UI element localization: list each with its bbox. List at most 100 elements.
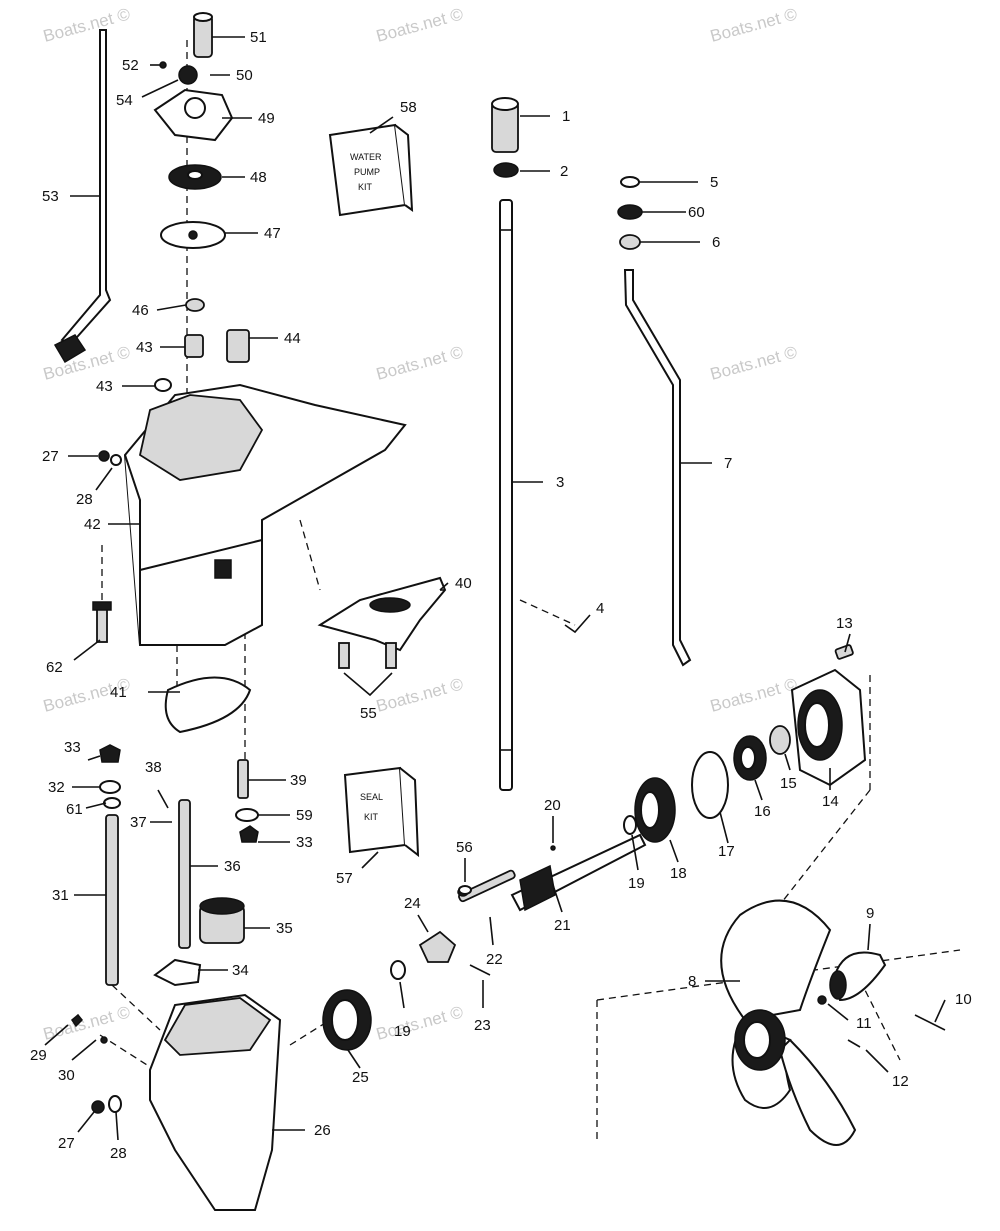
callout-label: 28 [110,1145,127,1162]
watermark: Boats.net © [374,342,465,384]
watermark: Boats.net © [374,1002,465,1044]
part-56-spring [458,885,472,895]
callout-label: 7 [724,455,732,472]
gear-housing-upper [98,383,407,646]
seal-kit-box: SEAL KIT [343,766,420,858]
callout-label: 4 [596,600,604,617]
part-25-reverse-gear [322,989,372,1051]
callout-label: 48 [250,169,267,186]
callout-label: 60 [688,204,705,221]
callout-label: 19 [628,875,645,892]
callout-label: 8 [688,973,696,990]
callout-label: 37 [130,814,147,831]
watermark: Boats.net © [708,342,799,384]
callout-label: 57 [336,870,353,887]
callout-label: 5 [710,174,718,191]
callout-label: 19 [394,1023,411,1040]
callout-label: 44 [284,330,301,347]
callout-label: 53 [42,188,59,205]
callout-label: 10 [955,991,972,1008]
callout-label: 6 [712,234,720,251]
callout-label: 62 [46,659,63,676]
callout-label: 11 [856,1015,872,1032]
callout-label: 43 [96,378,113,395]
kit-label: KIT [358,182,373,192]
callout-label: 16 [754,803,771,820]
drive-shaft-group [491,97,591,791]
watermark: Boats.net © [708,674,799,716]
watermark: Boats.net © [41,342,132,384]
callout-label: 33 [64,739,81,756]
propeller-hardware [817,951,946,1048]
callout-label: 18 [670,865,687,882]
part-35-bearing [199,897,245,944]
callout-label: 30 [58,1067,75,1084]
callout-label: 40 [455,575,472,592]
callout-label: 3 [556,474,564,491]
stud-group-left [99,744,121,986]
part-62-bolt [92,601,112,643]
callout-label: 17 [718,843,735,860]
part-8-propeller [720,899,857,1146]
callout-labels: 1 2 3 4 5 60 6 7 8 9 10 11 12 13 14 15 1… [30,29,972,1162]
part-21-propeller-shaft [510,833,647,912]
part-41-gasket [164,676,252,734]
part-34-clamp [153,958,202,987]
kit-label: WATER [350,152,382,162]
kit-label: SEAL [360,792,383,802]
callout-label: 36 [224,858,241,875]
clutch-group [390,869,516,980]
lower-fasteners [71,1013,122,1114]
callout-label: 13 [836,615,853,632]
callout-label: 42 [84,516,101,533]
callout-label: 56 [456,839,473,856]
callout-label: 59 [296,807,313,824]
watermark: Boats.net © [41,4,132,46]
callout-label: 26 [314,1122,331,1139]
kit-label: PUMP [354,167,380,177]
callout-label: 20 [544,797,561,814]
part-17-o-ring [691,751,729,819]
callout-label: 61 [66,801,83,818]
callout-label: 33 [296,834,313,851]
callout-label: 27 [42,448,59,465]
impeller [168,164,222,190]
callout-label: 9 [866,905,874,922]
callout-label: 29 [30,1047,47,1064]
part-53-shift-rod [53,29,112,364]
callout-label: 46 [132,302,149,319]
callout-label: 21 [554,917,571,934]
callout-label: 27 [58,1135,75,1152]
callout-label: 52 [122,57,139,74]
water-pump-group [153,12,250,392]
callout-label: 31 [52,887,69,904]
callout-label: 22 [486,951,503,968]
part-40-trim-tab [317,576,447,697]
part-18-forward-gear [623,777,676,843]
callout-label: 2 [560,163,568,180]
callout-label: 15 [780,775,797,792]
kit-label: KIT [364,812,379,822]
callout-label: 35 [276,920,293,937]
callout-label: 28 [76,491,93,508]
callout-label: 49 [258,110,275,127]
callout-label: 25 [352,1069,369,1086]
callout-label: 47 [264,225,281,242]
water-pump-kit-box: WATER PUMP KIT [328,123,414,217]
callout-label: 43 [136,339,153,356]
shift-rod-upper-group [617,176,692,667]
callout-label: 32 [48,779,65,796]
callout-label: 24 [404,895,421,912]
callout-label: 51 [250,29,267,46]
watermark: Boats.net © [374,674,465,716]
watermark: Boats.net © [374,4,465,46]
watermark: Boats.net © [41,1002,132,1044]
callout-label: 38 [145,759,162,776]
callout-label: 58 [400,99,417,116]
callout-label: 34 [232,962,249,979]
callout-label: 54 [116,92,133,109]
callout-label: 1 [562,108,570,125]
bearing-carrier-group [733,644,867,787]
callout-label: 23 [474,1017,491,1034]
